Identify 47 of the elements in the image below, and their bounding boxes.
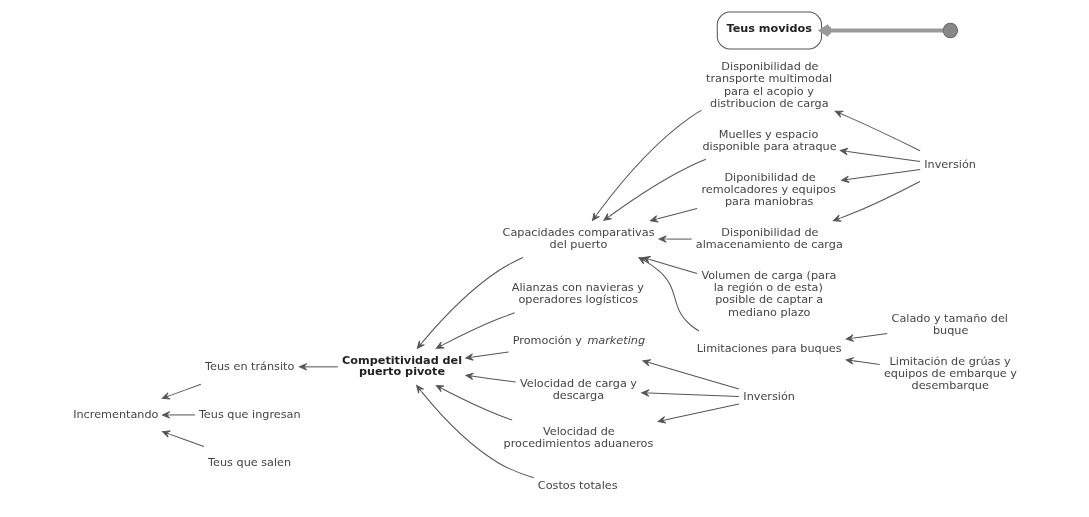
node-text: Velocidad de procedimientos aduaneros: [503, 425, 653, 451]
arrow: [641, 359, 739, 390]
node-text: Teus que ingresan: [198, 407, 301, 421]
arrow: [161, 430, 204, 448]
node-text: Teus en tránsito: [204, 359, 294, 373]
node-text: Costos totales: [537, 479, 618, 493]
node-text: Inversión: [923, 158, 976, 172]
arrow: [465, 372, 516, 383]
arrow: [591, 109, 702, 221]
node-text: Capacidades comparativas del puerto: [502, 225, 655, 252]
node-text: Diponibilidad de remolcadores y equipos para maniobras: [700, 170, 836, 209]
node-text: Incrementando: [72, 407, 158, 421]
arrow: [415, 385, 534, 479]
node-text: Calado y tamaño del buque: [891, 311, 1008, 337]
node-box: Teus movidos: [716, 11, 822, 50]
arrow: [839, 147, 921, 162]
node-text: Teus que salen: [207, 455, 291, 469]
node-text: Volumen de carga (para la región o de esta) posible de captar a mediano plazo: [700, 268, 836, 319]
arrow: [416, 257, 523, 349]
arrow: [435, 385, 513, 421]
node-text: Limitación de grúas y equipos de embarque y desembarque: [883, 354, 1017, 393]
arrow: [298, 363, 338, 371]
node-text: Disponibilidad de almacenamiento de carga: [695, 225, 843, 252]
arrow: [161, 383, 201, 400]
arrow: [435, 312, 515, 349]
arrow: [819, 23, 943, 38]
node-text: Inversión: [742, 390, 795, 404]
arrow: [161, 411, 195, 419]
node-text: Velocidad de carga y descarga: [519, 377, 637, 403]
node-text: Muelles y espacio disponible para atraque: [701, 127, 837, 153]
arrow: [834, 110, 921, 152]
arrow: [464, 351, 509, 361]
node-text: Limitaciones para buques: [696, 342, 842, 356]
arrow: [657, 403, 739, 424]
node-text: Alianzas con navieras y operadores logísticos: [511, 281, 644, 307]
node-text: Disponibilidad de transporte multimodal para el acopio y distribucion de carga: [705, 60, 832, 110]
arrow: [845, 332, 888, 342]
arrow: [832, 180, 920, 222]
arrow: [840, 168, 921, 183]
node-circle: [942, 22, 958, 39]
arrow: [845, 357, 880, 365]
arrow: [602, 158, 706, 221]
node-text: Promoción y marketing: [512, 334, 645, 348]
arrow: [640, 389, 739, 397]
arrow: [649, 208, 698, 223]
arrow: [658, 235, 692, 243]
node-text: Competitividad del puerto pivote: [341, 353, 462, 378]
